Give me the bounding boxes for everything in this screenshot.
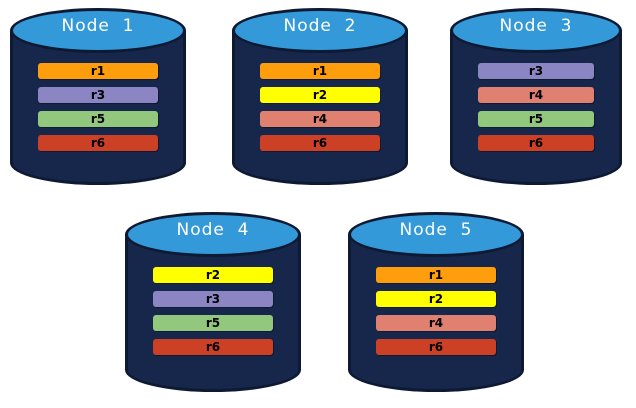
cylinder-body <box>348 234 524 392</box>
replica-label: r3 <box>90 88 106 102</box>
cylinder-body <box>125 234 301 392</box>
replica-list: r1 r2 r4 r6 <box>232 63 408 159</box>
database-cylinder-icon <box>232 8 408 185</box>
replica-bar[interactable]: r6 <box>38 135 158 151</box>
replica-label: r1 <box>428 268 444 282</box>
replica-bar[interactable]: r3 <box>477 63 595 79</box>
replica-label: r5 <box>528 112 544 126</box>
replica-bar[interactable]: r4 <box>260 111 380 127</box>
replica-bar[interactable]: r1 <box>38 63 158 79</box>
cylinder-body <box>232 30 408 185</box>
database-cylinder-icon <box>450 8 622 185</box>
replica-label: r4 <box>312 112 328 126</box>
replica-list: r2 r3 r5 r6 <box>125 267 301 363</box>
replica-bar[interactable]: r6 <box>376 339 496 355</box>
replica-bar[interactable]: r3 <box>38 87 158 103</box>
replica-label: r6 <box>428 340 444 354</box>
replica-list: r1 r2 r4 r6 <box>348 267 524 363</box>
replica-label: r2 <box>312 88 328 102</box>
replica-bar[interactable]: r1 <box>260 63 380 79</box>
replica-label: r3 <box>528 64 544 78</box>
replica-bar[interactable]: r3 <box>153 291 273 307</box>
replica-label: r3 <box>205 292 221 306</box>
database-cylinder-icon <box>125 212 301 392</box>
replica-label: r6 <box>312 136 328 150</box>
replica-bar[interactable]: r1 <box>376 267 496 283</box>
replica-label: r2 <box>428 292 444 306</box>
cylinder-top <box>125 212 301 257</box>
replica-bar[interactable]: r2 <box>260 87 380 103</box>
database-cylinder-icon <box>10 8 186 185</box>
replica-bar[interactable]: r4 <box>376 315 496 331</box>
cylinder-top <box>232 8 408 53</box>
cylinder-body <box>10 30 186 185</box>
replica-label: r4 <box>528 88 544 102</box>
cylinder-top <box>10 8 186 53</box>
replica-bar[interactable]: r2 <box>376 291 496 307</box>
replica-label: r6 <box>205 340 221 354</box>
replica-bar[interactable]: r5 <box>477 111 595 127</box>
replica-label: r6 <box>90 136 106 150</box>
replica-label: r1 <box>312 64 328 78</box>
replica-label: r6 <box>528 136 544 150</box>
replica-bar[interactable]: r5 <box>38 111 158 127</box>
replica-bar[interactable]: r2 <box>153 267 273 283</box>
database-cylinder-icon <box>348 212 524 392</box>
replica-list: r3 r4 r5 r6 <box>450 63 622 159</box>
replica-bar[interactable]: r6 <box>260 135 380 151</box>
replica-bar[interactable]: r4 <box>477 87 595 103</box>
replica-label: r5 <box>90 112 106 126</box>
replica-bar[interactable]: r6 <box>153 339 273 355</box>
cylinder-top <box>348 212 524 257</box>
replica-label: r2 <box>205 268 221 282</box>
replica-list: r1 r3 r5 r6 <box>10 63 186 159</box>
replica-bar[interactable]: r5 <box>153 315 273 331</box>
cylinder-body <box>450 30 622 185</box>
replica-bar[interactable]: r6 <box>477 135 595 151</box>
replica-label: r1 <box>90 64 106 78</box>
replica-label: r4 <box>428 316 444 330</box>
replica-label: r5 <box>205 316 221 330</box>
cylinder-top <box>450 8 622 53</box>
